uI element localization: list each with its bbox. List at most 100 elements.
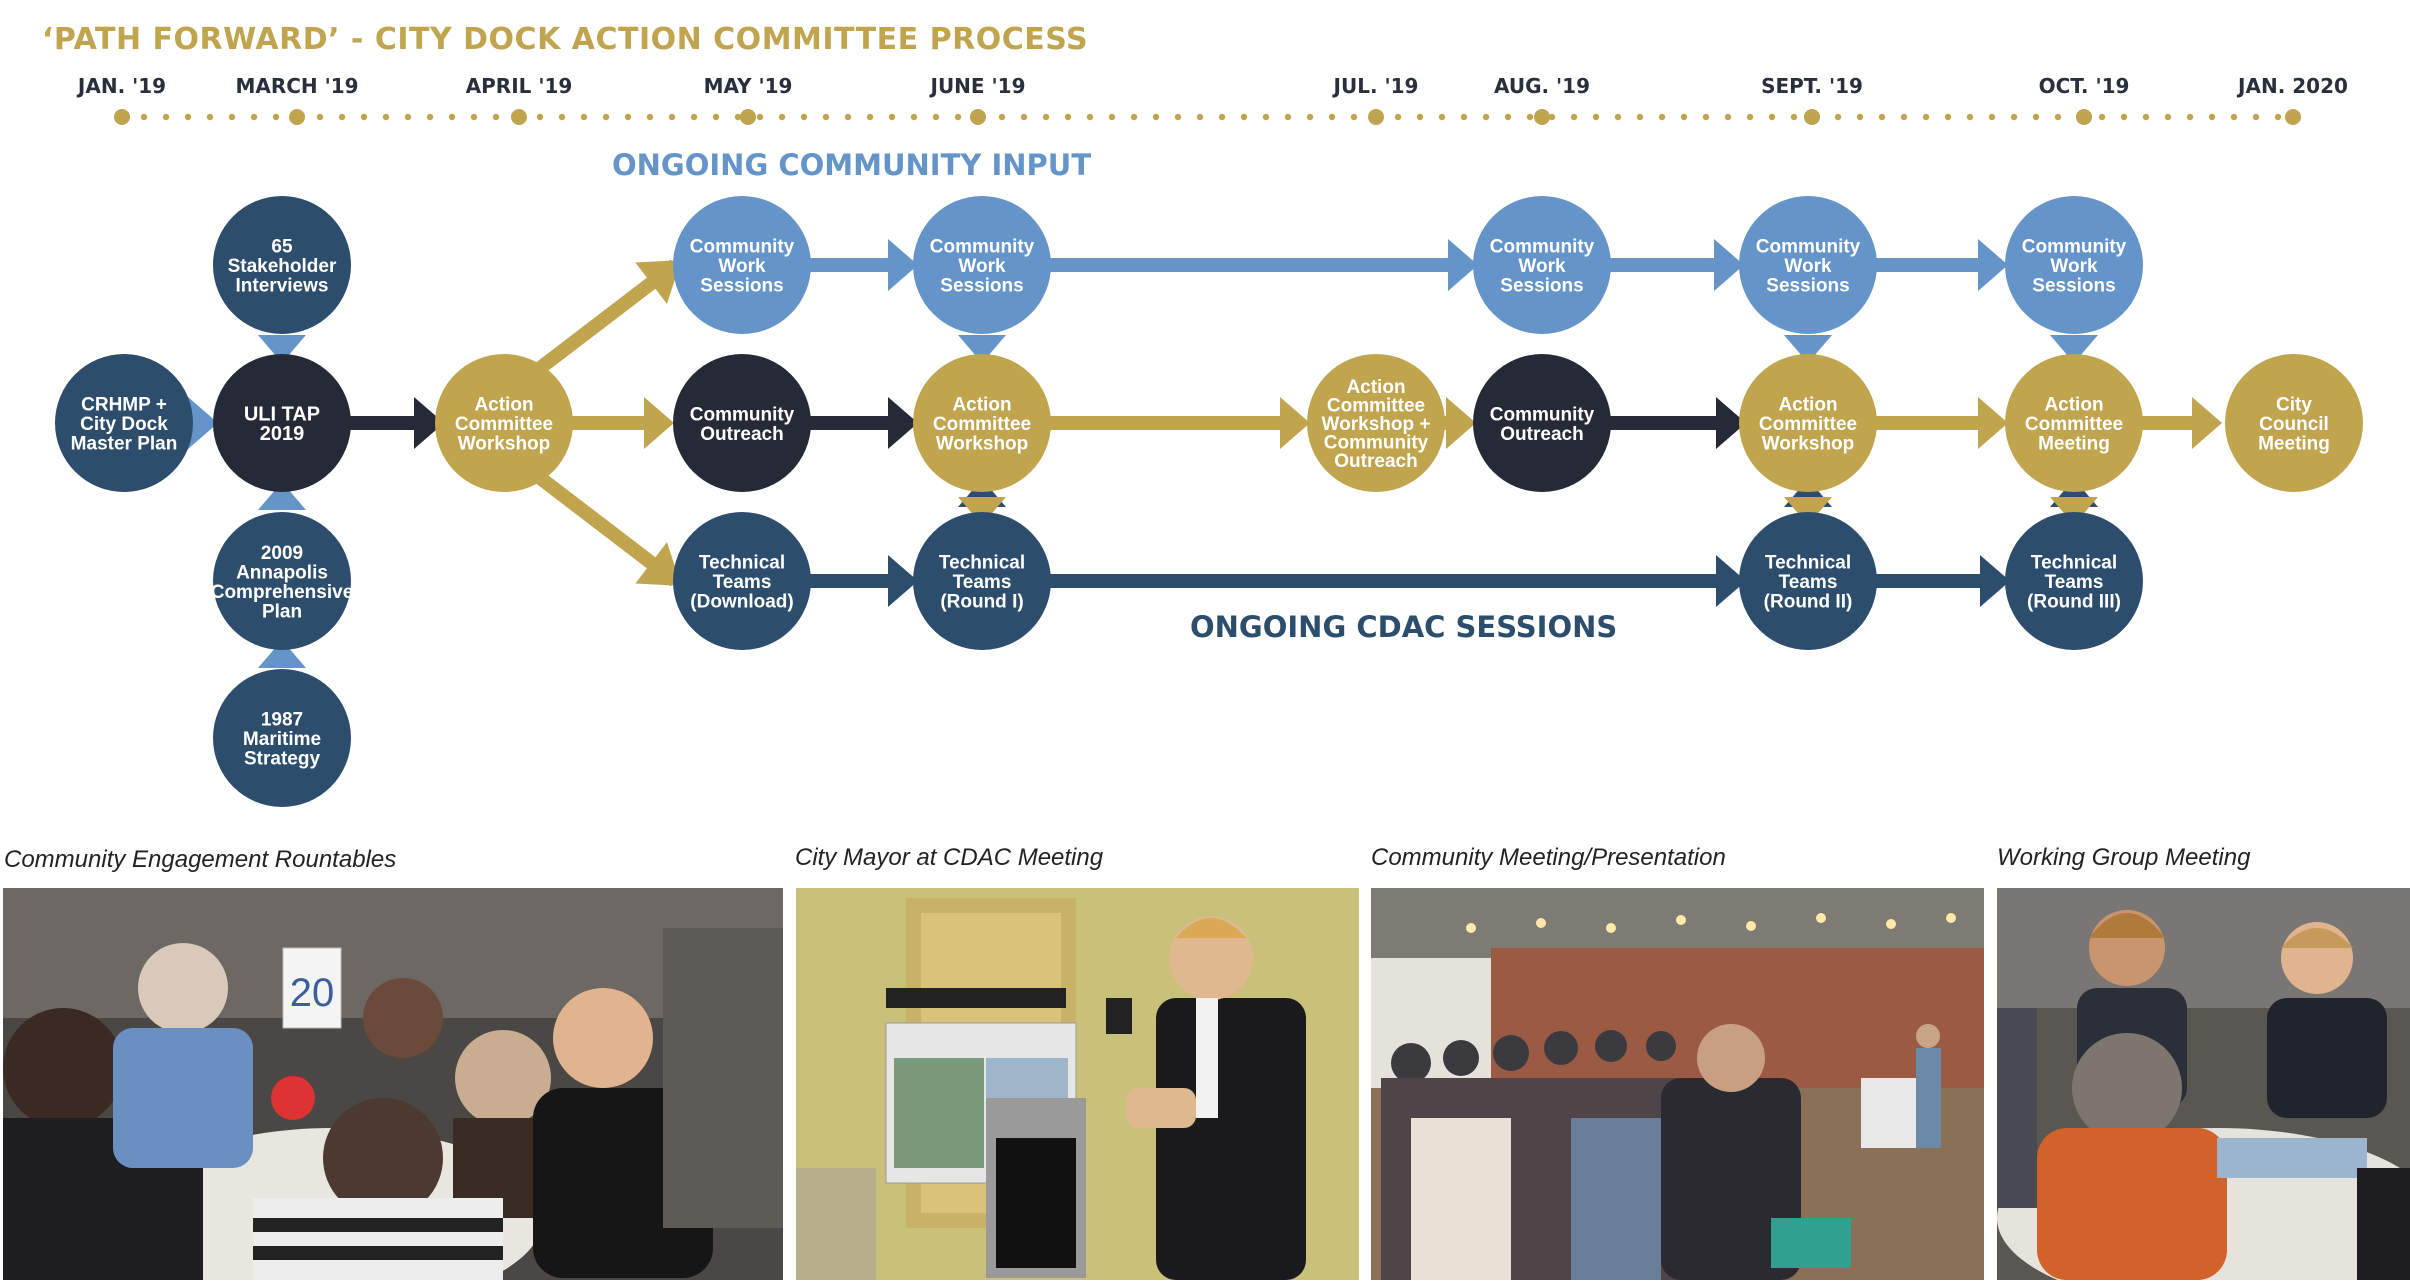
timeline-month-label: SEPT. '19 xyxy=(1761,74,1863,98)
timeline-dot xyxy=(2010,113,2018,121)
flow-arrowhead xyxy=(1446,397,1476,449)
timeline-dot xyxy=(602,113,610,121)
timeline-dot xyxy=(1306,113,1314,121)
timeline-dot xyxy=(2098,113,2106,121)
timeline-dot xyxy=(470,113,478,121)
flow-arrow-shaft xyxy=(1876,574,1988,588)
timeline-dot xyxy=(1328,113,1336,121)
timeline-dot xyxy=(558,113,566,121)
flow-arrowhead xyxy=(888,555,918,607)
timeline-dot xyxy=(536,113,544,121)
node-circle xyxy=(2005,512,2143,650)
timeline-dot xyxy=(2252,113,2260,121)
timeline-dot xyxy=(140,113,148,121)
flow-arrowhead xyxy=(1716,397,1746,449)
node-circle xyxy=(913,354,1051,492)
timeline-dot xyxy=(1570,113,1578,121)
timeline-dot xyxy=(1196,113,1204,121)
flow-arrowhead xyxy=(1784,497,1832,525)
flow-arrowhead xyxy=(2050,335,2098,363)
timeline-dot xyxy=(272,113,280,121)
node-circle xyxy=(673,512,811,650)
photo-caption-roundtables: Community Engagement Rountables xyxy=(4,846,397,873)
node-circle xyxy=(213,196,351,334)
timeline-dot xyxy=(690,113,698,121)
timeline-dot xyxy=(646,113,654,121)
timeline-dot xyxy=(888,113,896,121)
timeline-milestone-dot xyxy=(2285,109,2301,125)
timeline-month-label: OCT. '19 xyxy=(2039,74,2130,98)
timeline-dot xyxy=(1724,113,1732,121)
timeline-dot xyxy=(2142,113,2150,121)
timeline-dot xyxy=(1768,113,1776,121)
flow-arrow-shaft xyxy=(1050,574,1724,588)
timeline-dot xyxy=(932,113,940,121)
timeline-dot xyxy=(1548,113,1556,121)
flow-arrowhead xyxy=(888,239,918,291)
flow-arrowhead xyxy=(1448,239,1478,291)
timeline-dot xyxy=(1592,113,1600,121)
timeline-dot xyxy=(712,113,720,121)
timeline-dot xyxy=(1746,113,1754,121)
timeline-dot xyxy=(2120,113,2128,121)
timeline-dot xyxy=(1460,113,1468,121)
ongoing-cdac-sessions-label: ONGOING CDAC SESSIONS xyxy=(1190,610,1617,644)
timeline-dot xyxy=(734,113,742,121)
node-circle xyxy=(213,354,351,492)
flow-arrowhead xyxy=(958,335,1006,363)
timeline-dot xyxy=(1680,113,1688,121)
timeline-dot xyxy=(1152,113,1160,121)
timeline-dot xyxy=(316,113,324,121)
table-sign-number: 20 xyxy=(290,971,335,1015)
flow-arrow-shaft xyxy=(570,416,652,430)
node-circle xyxy=(435,354,573,492)
flow-arrow-shaft xyxy=(1050,258,1456,272)
timeline-month-label: JUL. '19 xyxy=(1332,74,1419,98)
timeline-dot xyxy=(1988,113,1996,121)
timeline-dot xyxy=(1636,113,1644,121)
flow-arrow-shaft xyxy=(808,574,896,588)
node-circle xyxy=(1739,354,1877,492)
timeline-dot xyxy=(998,113,1006,121)
ongoing-community-input-label: ONGOING COMMUNITY INPUT xyxy=(612,148,1091,182)
flow-arrowhead xyxy=(1280,397,1310,449)
flow-arrow-shaft xyxy=(1876,258,1986,272)
timeline-milestone-dot xyxy=(740,109,756,125)
timeline-month-label: MARCH '19 xyxy=(235,74,358,98)
node-circle xyxy=(55,354,193,492)
timeline-dot xyxy=(1944,113,1952,121)
timeline-dot xyxy=(448,113,456,121)
timeline-dot xyxy=(1020,113,1028,121)
timeline-dot xyxy=(2274,113,2282,121)
flow-arrowhead xyxy=(1980,555,2010,607)
flow-arrowhead xyxy=(644,397,674,449)
node-circle xyxy=(213,512,351,650)
photo-community-meeting xyxy=(1371,888,1984,1280)
timeline-dot xyxy=(426,113,434,121)
timeline-dot xyxy=(1702,113,1710,121)
flow-arrow-shaft xyxy=(1610,416,1724,430)
timeline-dot xyxy=(1790,113,1798,121)
